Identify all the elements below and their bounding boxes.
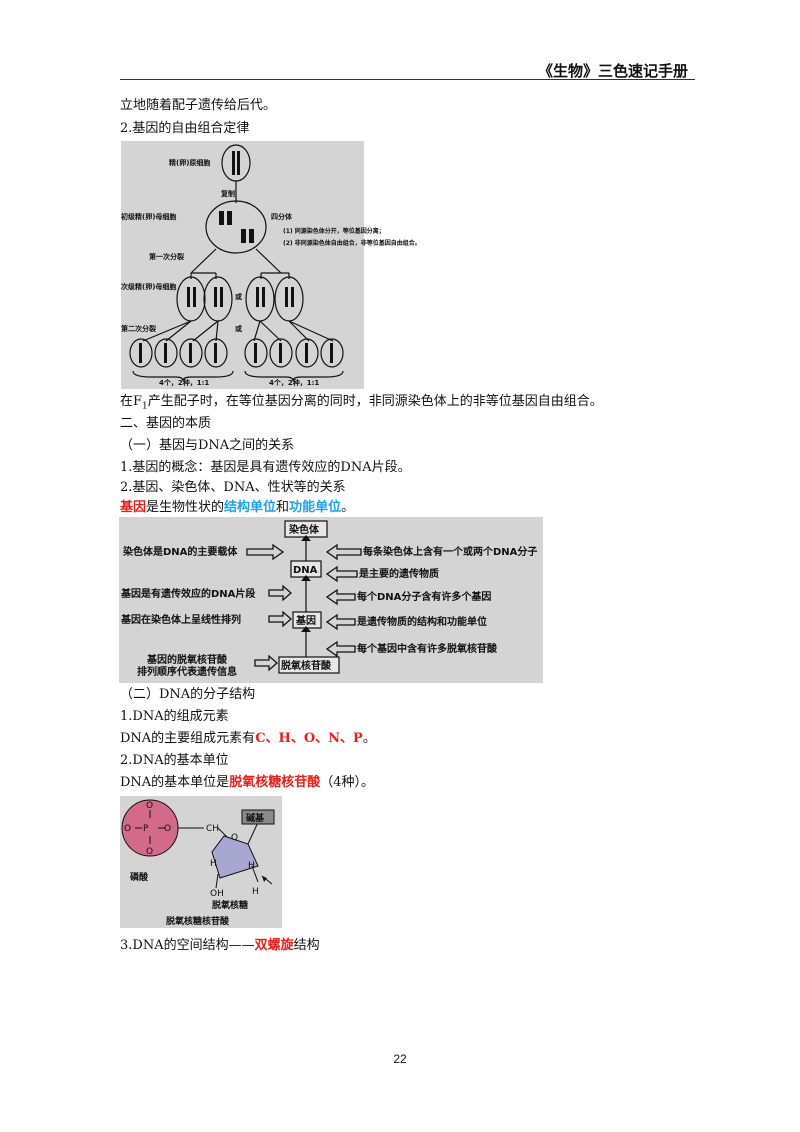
- right-label: 每条染色体上含有一个或两个DNA分子: [363, 545, 537, 558]
- highlight-line: DNA的基本单位是脱氧核糖核苷酸（4种）。: [120, 775, 374, 790]
- subsection-heading: （二）DNA的分子结构: [120, 687, 256, 702]
- left-label: 染色体是DNA的主要载体: [122, 545, 238, 558]
- svg-text:O: O: [124, 824, 131, 834]
- nucleotide-box: 脱氧核苷酸: [281, 659, 332, 672]
- text-line: 立地随着配子遗传给后代。: [120, 98, 277, 113]
- meiosis-figure: 精(卵)原细胞 复制 初级精(卵)母细胞 四分体 (1) 同源染色体分开，等位基…: [121, 141, 421, 389]
- figure-caption: 脱氧核糖核苷酸: [166, 915, 230, 927]
- note-label: (1) 同源染色体分开，等位基因分离；: [283, 227, 385, 235]
- gene-box: 基因: [295, 614, 316, 627]
- step-label: 第二次分裂: [121, 324, 156, 333]
- left-label: 基因的脱氧核苷酸: [146, 653, 228, 666]
- section-heading: 1.DNA的组成元素: [120, 709, 229, 724]
- highlight-line: DNA的主要组成元素有C、H、O、N、P。: [120, 731, 376, 746]
- section-heading: 2.DNA的基本单位: [120, 753, 229, 768]
- header-rule: [120, 79, 695, 80]
- note-label: (2) 非同源染色体自由组合，非等位基因自由组合。: [283, 239, 421, 247]
- svg-text:O: O: [146, 801, 153, 811]
- step-label: 第一次分裂: [149, 252, 184, 261]
- svg-text:O: O: [146, 847, 153, 857]
- svg-text:OH: OH: [210, 889, 224, 899]
- subsection-heading: （一）基因与DNA之间的关系: [120, 438, 295, 453]
- result-label: 4个，2种，1:1: [269, 378, 319, 387]
- svg-text:O: O: [231, 833, 238, 843]
- left-label: 排列顺序代表遗传信息: [137, 665, 237, 678]
- svg-text:H: H: [248, 861, 255, 871]
- or-label: 或: [235, 292, 242, 301]
- svg-text:P: P: [143, 824, 149, 834]
- svg-text:O: O: [164, 824, 171, 834]
- text-line: 在F1产生配子时，在等位基因分离的同时，非同源染色体上的非等位基因自由组合。: [120, 394, 603, 412]
- left-label: 基因在染色体上呈线性排列: [120, 613, 241, 626]
- right-label: 每个基因中含有许多脱氧核苷酸: [357, 642, 498, 655]
- base-label: 碱基: [246, 812, 265, 824]
- left-label: 基因是有遗传效应的DNA片段: [120, 587, 255, 600]
- svg-text:H: H: [210, 859, 217, 869]
- nucleotide-figure: O O P O O CH O H H OH H 碱基 磷酸 脱氧核糖 脱氧核糖核…: [120, 796, 282, 928]
- cell-label: 次级精(卵)母细胞: [121, 282, 176, 291]
- highlight-line: 3.DNA的空间结构——双螺旋结构: [120, 938, 320, 953]
- right-label: 每个DNA分子含有许多个基因: [357, 590, 491, 603]
- svg-text:H: H: [252, 887, 259, 897]
- dna-box: DNA: [293, 565, 318, 576]
- svg-text:CH: CH: [206, 824, 219, 834]
- text-line: 2.基因、染色体、DNA、性状等的关系: [120, 480, 346, 495]
- section-heading: 二、基因的本质: [120, 416, 212, 431]
- section-heading: 2.基因的自由组合定律: [120, 121, 250, 136]
- step-label: 复制: [220, 189, 235, 198]
- relationship-figure: 染色体 DNA 基因 脱氧核苷酸 染色体是DNA的主要载体 基因是有遗传效应的D…: [119, 517, 543, 683]
- right-label: 是主要的遗传物质: [358, 567, 439, 580]
- tetrad-label: 四分体: [271, 212, 293, 221]
- highlight-line: 基因是生物性状的结构单位和功能单位。: [120, 500, 355, 515]
- header-title: 《生物》三色速记手册: [537, 62, 688, 80]
- result-label: 4个，2种，1:1: [159, 378, 209, 387]
- page-number: 22: [393, 1052, 407, 1066]
- cell-label: 精(卵)原细胞: [169, 158, 210, 167]
- chromosome-box: 染色体: [288, 523, 320, 536]
- cell-label: 初级精(卵)母细胞: [121, 212, 176, 221]
- text-line: 1.基因的概念：基因是具有遗传效应的DNA片段。: [120, 460, 411, 475]
- right-label: 是遗传物质的结构和功能单位: [356, 615, 487, 628]
- sugar-label: 脱氧核糖: [212, 899, 248, 911]
- phosphate-label: 磷酸: [130, 871, 149, 883]
- or-label: 或: [235, 324, 242, 333]
